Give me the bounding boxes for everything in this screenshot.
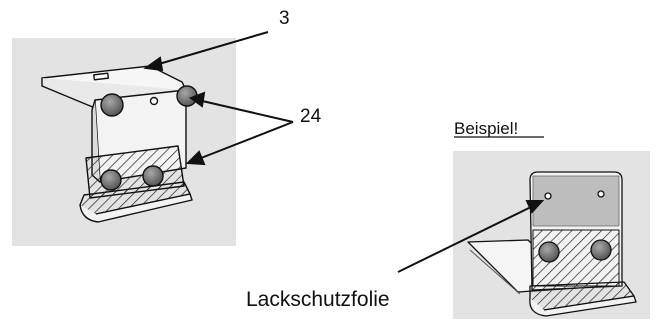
example-magnet bbox=[538, 241, 560, 263]
plate-hole bbox=[149, 96, 159, 106]
film-leader-arrow bbox=[397, 200, 545, 273]
example-hole bbox=[544, 192, 552, 200]
magnet bbox=[100, 169, 122, 191]
magnet bbox=[142, 165, 164, 187]
part-number-24: 24 bbox=[300, 106, 322, 127]
magnet bbox=[100, 93, 124, 117]
paint-protection-film-label: Lackschutzfolie bbox=[246, 288, 390, 311]
example-paint-protection-film bbox=[532, 175, 620, 227]
example-hole bbox=[597, 190, 605, 198]
leader-arrows bbox=[143, 31, 294, 166]
part-number-3: 3 bbox=[279, 8, 290, 29]
example-magnet bbox=[590, 239, 612, 261]
flange-slot bbox=[93, 72, 110, 81]
left-bracket bbox=[41, 65, 198, 223]
example-heading: Beispiel! bbox=[454, 119, 518, 138]
